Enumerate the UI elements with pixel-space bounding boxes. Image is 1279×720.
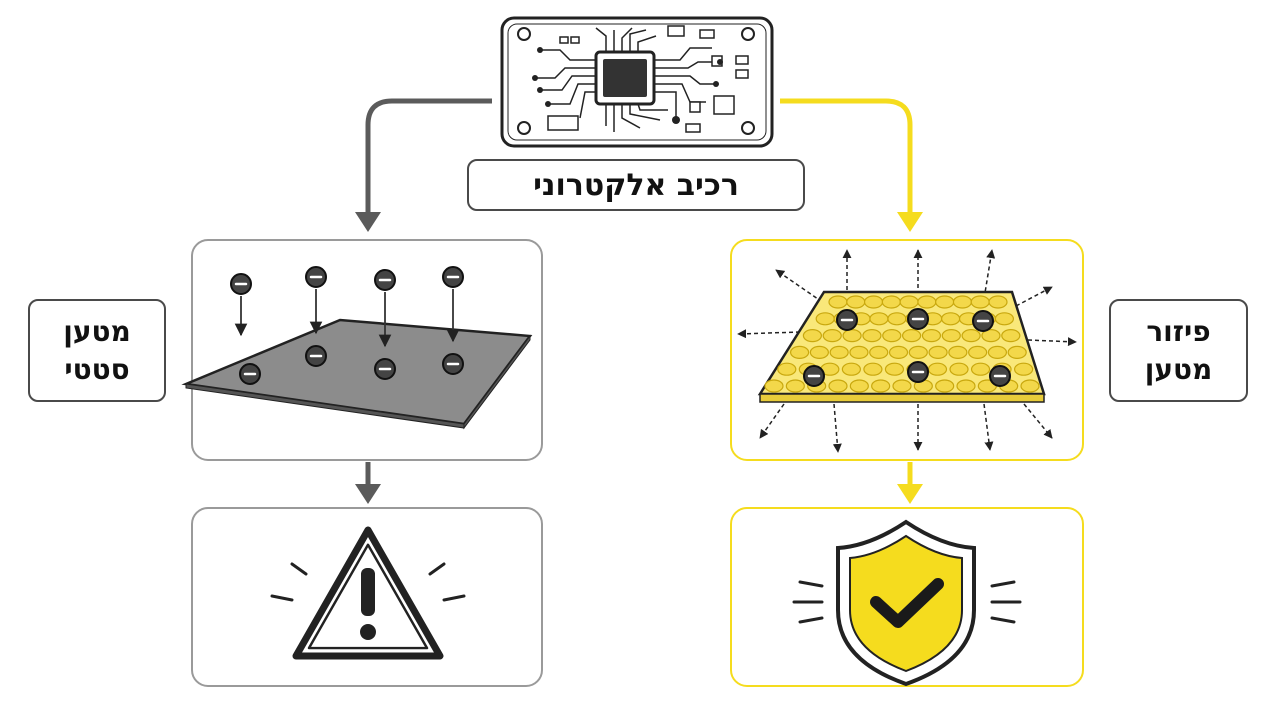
plate-cell: [789, 345, 810, 359]
plate-cell: [871, 379, 891, 393]
dissipation-arrow: [1027, 337, 1077, 347]
plate-cell: [948, 345, 968, 359]
plate-cell: [777, 362, 797, 376]
electron-minus-icon: [239, 363, 261, 385]
plate-cell: [822, 329, 842, 343]
electron-minus-icon: [836, 309, 858, 331]
plate-cell: [802, 329, 823, 343]
plate-cell: [815, 312, 835, 326]
plate-cell: [908, 345, 928, 359]
plate-cell: [927, 362, 948, 376]
electron-minus-icon: [907, 361, 929, 383]
plate-cell: [956, 379, 976, 393]
plate-cell: [888, 345, 909, 359]
plate-cell: [841, 362, 861, 376]
plate-cell: [881, 295, 901, 309]
plate-cell: [1020, 379, 1040, 393]
dissipation-arrow: [983, 403, 994, 451]
plate-cell: [842, 329, 862, 343]
warning-triangle-icon: [270, 526, 466, 660]
plate-cell: [1001, 329, 1021, 343]
plate-cell: [952, 295, 973, 309]
component-label-text: רכיב אלקטרוני: [533, 167, 739, 203]
static-charge-label-line2: סטטי: [64, 352, 130, 386]
electron-minus-icon: [803, 365, 825, 387]
electron-minus-icon: [305, 345, 327, 367]
plate-cell: [935, 295, 955, 309]
electron-minus-icon: [230, 273, 252, 295]
plate-cell: [968, 345, 988, 359]
electron-minus-icon: [442, 353, 464, 375]
plate-cell: [1007, 345, 1027, 359]
plate-cell: [970, 362, 991, 376]
plate-cell: [921, 329, 942, 343]
plate-cell: [981, 329, 1001, 343]
plate-cell: [884, 362, 905, 376]
plate-cell: [949, 362, 969, 376]
static-charge-label: מטען סטטי: [28, 299, 166, 402]
electron-minus-icon: [442, 266, 464, 288]
plate-cell: [846, 295, 866, 309]
shield-check-icon: [792, 519, 1022, 687]
component-label: רכיב אלקטרוני: [467, 159, 805, 211]
plate-cell: [892, 379, 912, 393]
plate-cell: [988, 295, 1008, 309]
plate-cell: [785, 379, 805, 393]
static-charge-label-line1: מטען: [63, 314, 131, 348]
electron-minus-icon: [305, 266, 327, 288]
plate-cell: [887, 312, 907, 326]
electron-minus-icon: [989, 365, 1011, 387]
plate-cell: [869, 312, 889, 326]
plate-cell: [935, 379, 955, 393]
plate-cell: [970, 295, 990, 309]
electron-minus-icon: [972, 310, 994, 332]
charge-dissipation-label-line1: פיזור: [1146, 314, 1211, 348]
plate-cell: [987, 345, 1008, 359]
electron-minus-icon: [374, 358, 396, 380]
plate-cell: [941, 312, 961, 326]
plate-cell: [863, 295, 884, 309]
plate-cell: [994, 312, 1015, 326]
circuit-board-icon: [500, 16, 774, 148]
plate-cell: [809, 345, 829, 359]
left-path: [355, 98, 492, 504]
plate-cell: [828, 379, 848, 393]
plate-cell: [862, 329, 882, 343]
plate-cell: [869, 345, 889, 359]
right-path: [780, 98, 923, 504]
plate-cell: [1013, 362, 1034, 376]
dissipation-arrow: [737, 329, 801, 339]
plate-cell: [849, 379, 869, 393]
plate-cell: [901, 329, 922, 343]
plate-cell: [828, 295, 848, 309]
electron-minus-icon: [374, 269, 396, 291]
plate-cell: [941, 329, 961, 343]
plate-cell: [829, 345, 849, 359]
charge-dissipation-label: פיזור מטען: [1109, 299, 1248, 402]
charge-dissipation-label-line2: מטען: [1144, 352, 1213, 386]
gray-plate: [181, 318, 533, 430]
plate-cell: [863, 362, 883, 376]
plate-cell: [849, 345, 869, 359]
plate-cell: [899, 295, 919, 309]
electron-minus-icon: [907, 308, 929, 330]
plate-cell: [764, 379, 784, 393]
plate-cell: [961, 329, 981, 343]
plate-cell: [882, 329, 902, 343]
dissipation-arrow: [1023, 403, 1053, 439]
dissipation-arrow: [832, 403, 842, 453]
plate-cell: [917, 295, 937, 309]
plate-cell: [928, 345, 948, 359]
